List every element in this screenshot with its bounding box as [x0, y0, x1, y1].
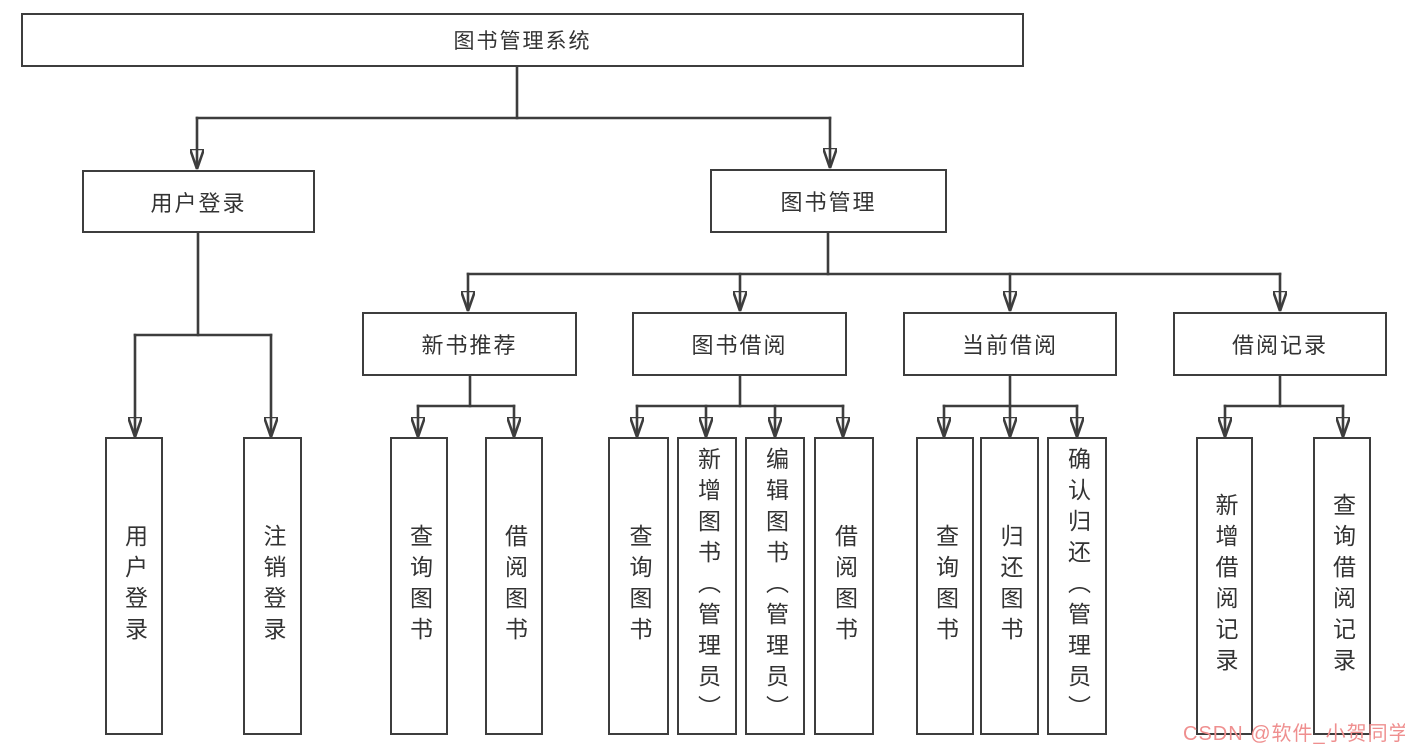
leaf-logout-label: 注销登录 — [260, 524, 286, 648]
leaf-user-login: 用户登录 — [105, 437, 163, 735]
leaf-edit-books-admin: 编辑图书（管理员） — [745, 437, 805, 735]
csdn-watermark: CSDN @软件_小贺同学 — [1183, 723, 1405, 745]
leaf-add-books-admin-label: 新增图书（管理员） — [694, 446, 721, 726]
leaf-user-login-label: 用户登录 — [121, 524, 148, 648]
node-book-management-label: 图书管理 — [780, 190, 877, 215]
leaf-return-books-label: 归还图书 — [997, 524, 1023, 648]
node-current-borrow-label: 当前借阅 — [961, 333, 1058, 358]
node-book-management: 图书管理 — [710, 169, 947, 233]
leaf-query-books-current-label: 查询图书 — [932, 524, 959, 648]
leaf-borrow-books: 借阅图书 — [814, 437, 874, 735]
leaf-query-books-borrow-label: 查询图书 — [626, 524, 652, 648]
leaf-return-books: 归还图书 — [980, 437, 1039, 735]
leaf-query-borrow-record: 查询借阅记录 — [1313, 437, 1371, 735]
leaf-add-borrow-record-label: 新增借阅记录 — [1212, 493, 1238, 679]
node-new-book-recommend: 新书推荐 — [362, 312, 577, 376]
leaf-add-borrow-record: 新增借阅记录 — [1196, 437, 1253, 735]
node-user-login: 用户登录 — [82, 170, 315, 233]
leaf-query-books-borrow: 查询图书 — [608, 437, 669, 735]
leaf-query-books-current: 查询图书 — [916, 437, 974, 735]
leaf-confirm-return-admin: 确认归还（管理员） — [1047, 437, 1107, 735]
leaf-query-books-recommend-label: 查询图书 — [406, 524, 433, 648]
leaf-borrow-books-recommend-label: 借阅图书 — [501, 524, 528, 648]
leaf-confirm-return-admin-label: 确认归还（管理员） — [1064, 446, 1091, 726]
node-borrow-records-label: 借阅记录 — [1231, 333, 1328, 358]
leaf-query-books-recommend: 查询图书 — [390, 437, 448, 735]
node-borrow-records: 借阅记录 — [1173, 312, 1387, 376]
leaf-query-borrow-record-label: 查询借阅记录 — [1329, 493, 1356, 679]
node-user-login-label: 用户登录 — [150, 190, 247, 216]
leaf-edit-books-admin-label: 编辑图书（管理员） — [762, 446, 789, 726]
node-root-system: 图书管理系统 — [21, 13, 1024, 67]
leaf-borrow-books-recommend: 借阅图书 — [485, 437, 543, 735]
node-book-borrow: 图书借阅 — [632, 312, 847, 376]
leaf-borrow-books-label: 借阅图书 — [831, 524, 858, 648]
node-book-borrow-label: 图书借阅 — [691, 333, 788, 358]
node-new-book-recommend-label: 新书推荐 — [421, 333, 518, 358]
node-current-borrow: 当前借阅 — [903, 312, 1117, 376]
node-root-system-label: 图书管理系统 — [453, 30, 592, 53]
leaf-logout: 注销登录 — [243, 437, 302, 735]
leaf-add-books-admin: 新增图书（管理员） — [677, 437, 737, 735]
